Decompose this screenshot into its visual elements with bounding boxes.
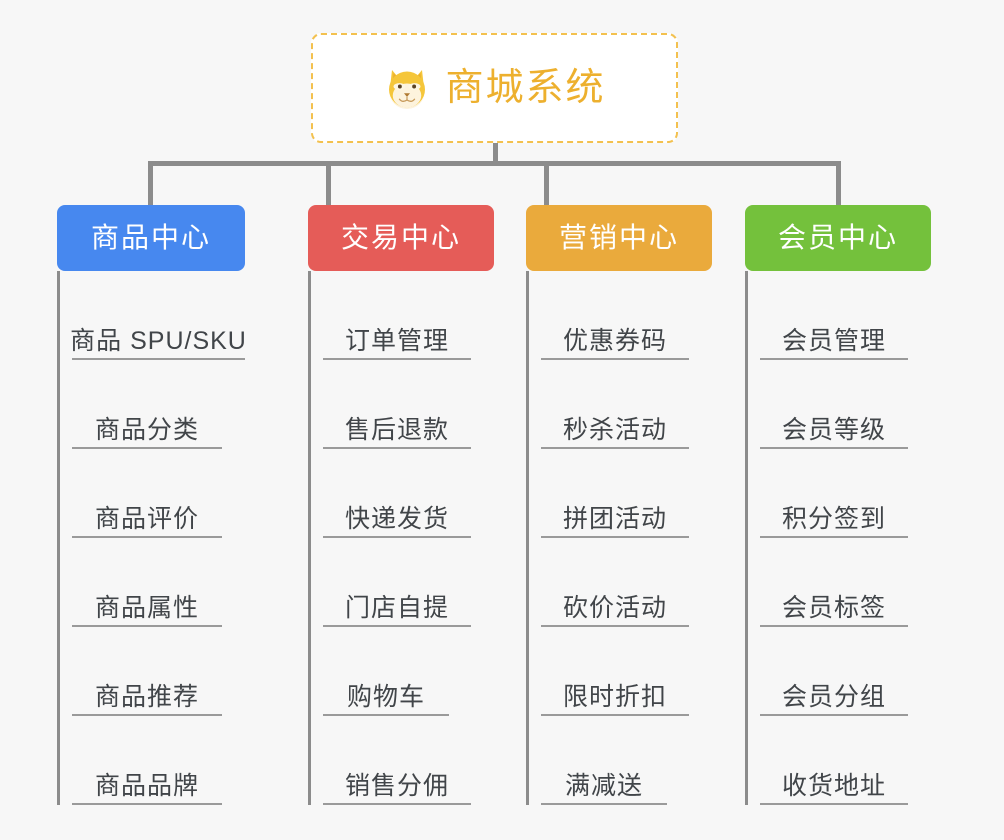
leaf-label: 商品品牌 bbox=[94, 771, 199, 800]
list-item[interactable]: 满减送 bbox=[541, 716, 667, 805]
leaf-label: 购物车 bbox=[346, 682, 425, 711]
category-box-trade-center[interactable]: 交易中心 bbox=[308, 205, 494, 271]
leaf-label: 商品推荐 bbox=[94, 682, 199, 711]
list-item[interactable]: 积分签到 bbox=[760, 449, 908, 538]
leaf-label: 商品属性 bbox=[94, 593, 199, 622]
list-item[interactable]: 会员管理 bbox=[760, 271, 908, 360]
branch-marketing-center: 营销中心 优惠券码 秒杀活动 拼团活动 砍价活动 限时折扣 满减送 bbox=[526, 205, 712, 805]
leaf-label: 商品评价 bbox=[94, 504, 199, 533]
leaf-label: 收货地址 bbox=[781, 771, 886, 800]
connector-horizontal-bus bbox=[148, 161, 841, 166]
leaf-list-trade-center: 订单管理 售后退款 快递发货 门店自提 购物车 销售分佣 bbox=[308, 271, 494, 805]
root-node-title: 商城系统 bbox=[445, 67, 606, 109]
list-item[interactable]: 商品推荐 bbox=[72, 627, 222, 716]
list-item[interactable]: 商品评价 bbox=[72, 449, 222, 538]
list-item[interactable]: 商品品牌 bbox=[72, 716, 222, 805]
list-item[interactable]: 商品分类 bbox=[72, 360, 222, 449]
category-label-trade-center: 交易中心 bbox=[340, 222, 461, 253]
leaf-label: 门店自提 bbox=[344, 593, 449, 622]
list-item[interactable]: 砍价活动 bbox=[541, 538, 689, 627]
root-node-shop-system[interactable]: 商城系统 bbox=[311, 33, 678, 143]
dog-face-icon bbox=[389, 70, 426, 109]
list-item[interactable]: 拼团活动 bbox=[541, 449, 689, 538]
list-item[interactable]: 优惠券码 bbox=[541, 271, 689, 360]
branch-member-center: 会员中心 会员管理 会员等级 积分签到 会员标签 会员分组 收货地址 bbox=[745, 205, 931, 805]
leaf-label: 订单管理 bbox=[344, 326, 449, 355]
leaf-list-marketing-center: 优惠券码 秒杀活动 拼团活动 砍价活动 限时折扣 满减送 bbox=[526, 271, 712, 805]
category-label-marketing-center: 营销中心 bbox=[558, 222, 679, 253]
leaf-label: 限时折扣 bbox=[562, 682, 667, 711]
leaf-label: 商品分类 bbox=[94, 415, 199, 444]
leaf-label: 会员管理 bbox=[781, 326, 886, 355]
list-item[interactable]: 限时折扣 bbox=[541, 627, 689, 716]
list-item[interactable]: 会员等级 bbox=[760, 360, 908, 449]
list-item[interactable]: 销售分佣 bbox=[323, 716, 471, 805]
connector-drop-product-center bbox=[148, 161, 153, 205]
category-box-marketing-center[interactable]: 营销中心 bbox=[526, 205, 712, 271]
leaf-label: 售后退款 bbox=[344, 415, 449, 444]
connector-root-stem bbox=[493, 143, 498, 165]
connector-drop-member-center bbox=[836, 161, 841, 205]
category-box-product-center[interactable]: 商品中心 bbox=[57, 205, 245, 271]
leaf-label: 销售分佣 bbox=[344, 771, 449, 800]
leaf-label: 满减送 bbox=[564, 771, 643, 800]
branch-trade-center: 交易中心 订单管理 售后退款 快递发货 门店自提 购物车 销售分佣 bbox=[308, 205, 494, 805]
leaf-label: 积分签到 bbox=[781, 504, 886, 533]
leaf-list-member-center: 会员管理 会员等级 积分签到 会员标签 会员分组 收货地址 bbox=[745, 271, 931, 805]
leaf-list-product-center: 商品 SPU/SKU 商品分类 商品评价 商品属性 商品推荐 商品品牌 bbox=[57, 271, 247, 805]
leaf-label: 拼团活动 bbox=[562, 504, 667, 533]
list-item[interactable]: 收货地址 bbox=[760, 716, 908, 805]
leaf-label: 商品 SPU/SKU bbox=[70, 326, 247, 355]
branch-product-center: 商品中心 商品 SPU/SKU 商品分类 商品评价 商品属性 商品推荐 商品品牌 bbox=[57, 205, 247, 805]
leaf-label: 会员分组 bbox=[781, 682, 886, 711]
list-item[interactable]: 商品 SPU/SKU bbox=[70, 271, 247, 360]
list-item[interactable]: 会员分组 bbox=[760, 627, 908, 716]
leaf-label: 优惠券码 bbox=[562, 326, 667, 355]
list-item[interactable]: 会员标签 bbox=[760, 538, 908, 627]
list-item[interactable]: 订单管理 bbox=[323, 271, 471, 360]
list-item[interactable]: 秒杀活动 bbox=[541, 360, 689, 449]
connector-drop-trade-center bbox=[326, 161, 331, 205]
leaf-label: 快递发货 bbox=[344, 504, 449, 533]
list-item[interactable]: 售后退款 bbox=[323, 360, 471, 449]
list-item[interactable]: 购物车 bbox=[323, 627, 449, 716]
list-item[interactable]: 门店自提 bbox=[323, 538, 471, 627]
category-box-member-center[interactable]: 会员中心 bbox=[745, 205, 931, 271]
leaf-label: 秒杀活动 bbox=[562, 415, 667, 444]
leaf-label: 砍价活动 bbox=[562, 593, 667, 622]
category-label-member-center: 会员中心 bbox=[777, 222, 898, 253]
list-item[interactable]: 快递发货 bbox=[323, 449, 471, 538]
list-item[interactable]: 商品属性 bbox=[72, 538, 222, 627]
leaf-label: 会员等级 bbox=[781, 415, 886, 444]
leaf-label: 会员标签 bbox=[781, 593, 886, 622]
connector-drop-marketing-center bbox=[544, 161, 549, 205]
category-label-product-center: 商品中心 bbox=[90, 222, 211, 253]
